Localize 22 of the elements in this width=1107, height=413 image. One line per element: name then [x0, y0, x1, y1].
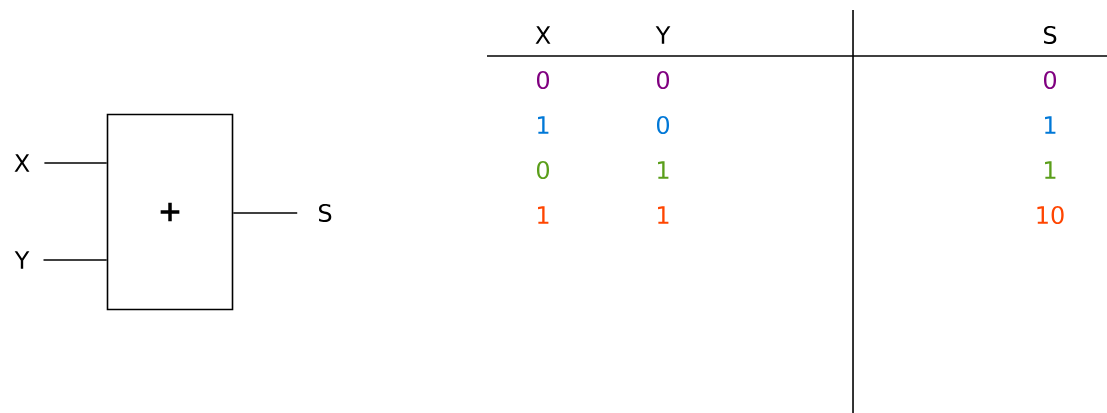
table-cell: 10 — [1037, 205, 1064, 225]
table-cell: 0 — [657, 70, 670, 90]
table-cell: 1 — [538, 206, 549, 224]
table-cell: 0 — [1044, 70, 1057, 90]
signal-name: X — [14, 154, 30, 172]
wire — [43, 162, 108, 164]
table-cell: 0 — [537, 160, 550, 180]
table-cell: 1 — [1045, 116, 1056, 134]
column-header: X — [535, 26, 551, 44]
signal-name: Y — [14, 251, 30, 269]
adder-box: + — [106, 113, 234, 311]
table-cell: 1 — [538, 116, 549, 134]
table-cell: 1 — [658, 206, 669, 224]
column-header: S — [1044, 25, 1057, 45]
table-cell: 1 — [658, 161, 669, 179]
wire — [42, 259, 108, 261]
wire — [232, 212, 298, 214]
table-cell: 0 — [537, 70, 550, 90]
table-cell: 0 — [657, 115, 670, 135]
signal-name: S — [319, 203, 332, 223]
table-cell: 1 — [1045, 161, 1056, 179]
column-header: Y — [655, 26, 671, 44]
